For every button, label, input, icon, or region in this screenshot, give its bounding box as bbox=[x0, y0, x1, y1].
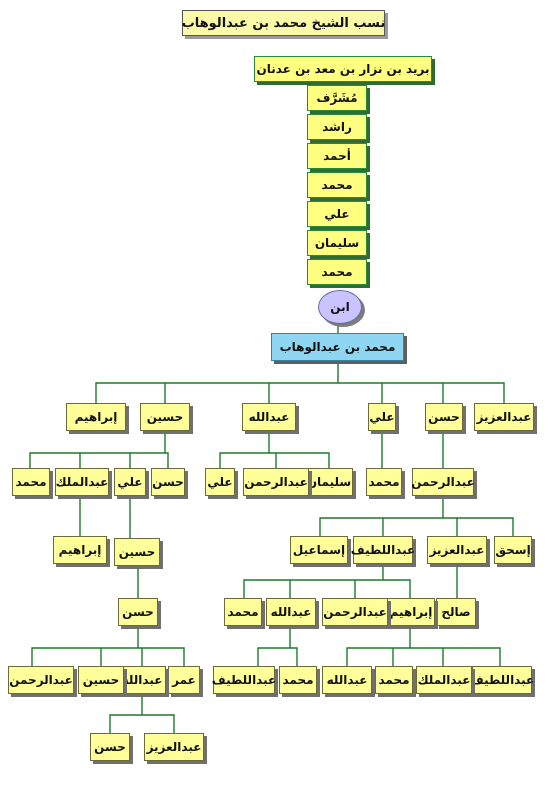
lineage-sulayman: سليمان bbox=[307, 230, 367, 256]
lineage-root: بريد بن نزار بن معد بن عدنان bbox=[254, 56, 432, 82]
hasan-son-abdulrahman-main: عبدالرحمن bbox=[411, 468, 475, 496]
hasan-son-abdulrahman: عبدالرحمن bbox=[8, 666, 74, 694]
abdulrahman-son-ishaq: إسحق bbox=[494, 536, 532, 564]
abdulrahman-son-abdullatif: عبداللطيف bbox=[351, 536, 415, 564]
abdullah-son-sulayman: سليمان bbox=[305, 468, 353, 496]
lineage-ali: علي bbox=[307, 201, 367, 227]
abdullatif-son-muhammad: محمد bbox=[224, 598, 262, 626]
ali-son-husayn: حسين bbox=[114, 538, 160, 566]
ibrahim-son-abdullah: عبدالله bbox=[322, 666, 372, 694]
abdullatif-son-ibrahim: إبراهيم bbox=[387, 598, 435, 626]
husayn-son-hasan: حسن bbox=[151, 468, 185, 496]
ibrahim-son-abdulmalik: عبدالملك bbox=[416, 666, 472, 694]
abdullah-son-hasan: حسن bbox=[90, 733, 130, 761]
abdullah-son-abdulrahman: عبدالرحمن bbox=[243, 468, 309, 496]
abdulaziz-son-salih: صالح bbox=[436, 598, 476, 626]
hasan-son-abdullah: عبدالله bbox=[118, 666, 166, 694]
lineage-muhammad-2: محمد bbox=[307, 259, 367, 285]
lineage-ibn-oval: ابن bbox=[318, 290, 362, 324]
abdullatif-son-abdulrahman: عبدالرحمن bbox=[322, 598, 388, 626]
chart-title: نسب الشيخ محمد بن عبدالوهاب bbox=[182, 10, 385, 36]
ibrahim-son-muhammad: محمد bbox=[375, 666, 413, 694]
ibrahim-son-abdullatif: عبداللطيف bbox=[470, 666, 534, 694]
abdulrahman-son-ismail: إسماعيل bbox=[290, 536, 348, 564]
lineage-musharraf: مُشَرَّف bbox=[307, 85, 367, 111]
abdullah-gen-son-muhammad: محمد bbox=[279, 666, 317, 694]
son-ali: علي bbox=[368, 403, 396, 431]
ali-son-muhammad: محمد bbox=[366, 468, 402, 496]
abdullah-son-abdulaziz: عبدالعزيز bbox=[144, 733, 204, 761]
abdulrahman-son-abdulaziz: عبدالعزيز bbox=[427, 536, 487, 564]
hasan-son-husayn: حسين bbox=[78, 666, 124, 694]
son-husayn: حسين bbox=[140, 403, 190, 431]
son-ibrahim: إبراهيم bbox=[66, 403, 126, 431]
son-abdulaziz: عبدالعزيز bbox=[474, 403, 534, 431]
husayn-son-ali: علي bbox=[114, 468, 146, 496]
husayn-son-muhammad: محمد bbox=[12, 468, 50, 496]
son-abdullah: عبدالله bbox=[242, 403, 296, 431]
son-hasan: حسن bbox=[425, 403, 463, 431]
husayn-son-hasan-2: حسن bbox=[118, 598, 158, 626]
abdullatif-son-abdullah: عبدالله bbox=[266, 598, 316, 626]
lineage-ahmad: أحمد bbox=[307, 143, 367, 169]
abdulmalik-son-ibrahim: إبراهيم bbox=[53, 536, 107, 564]
abdullah-gen-son-abdullatif: عبداللطيف bbox=[212, 666, 276, 694]
hasan-son-umar: عمر bbox=[168, 666, 200, 694]
husayn-son-abdulmalik: عبدالملك bbox=[55, 468, 109, 496]
lineage-rashid: راشد bbox=[307, 114, 367, 140]
lineage-muhammad-1: محمد bbox=[307, 172, 367, 198]
abdullah-son-ali: علي bbox=[205, 468, 235, 496]
sheikh-node: محمد بن عبدالوهاب bbox=[271, 333, 404, 361]
